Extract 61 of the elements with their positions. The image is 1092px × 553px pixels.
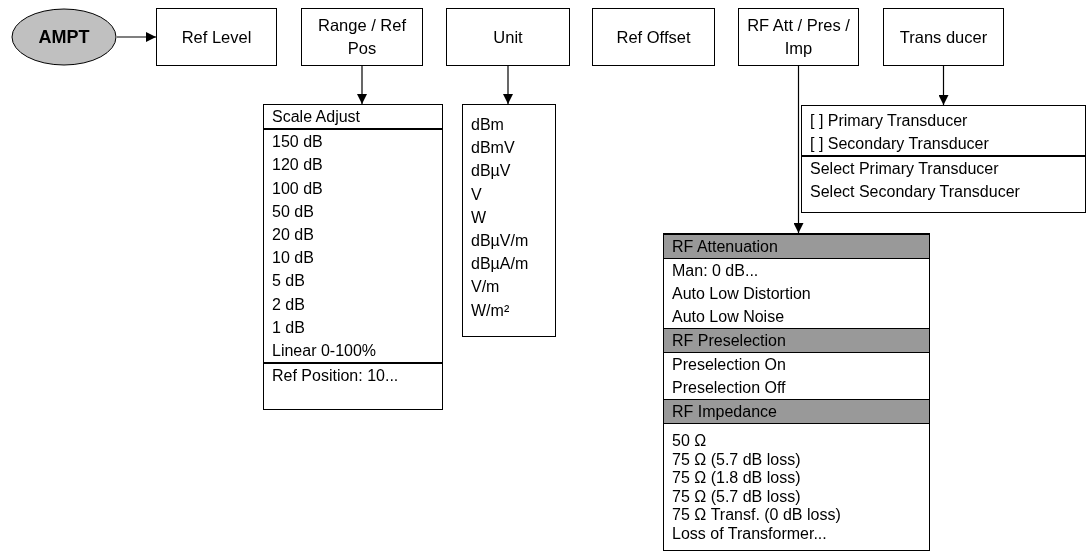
- menu-header: RF Attenuation: [664, 234, 929, 259]
- softkey-box: [592, 8, 715, 66]
- menu-item: Loss of Transformer...: [671, 524, 828, 543]
- softkey-label: Unit: [492, 26, 524, 48]
- menu-item: dBmV: [470, 138, 516, 159]
- menu-item: V: [470, 184, 483, 205]
- arrow: [793, 65, 804, 234]
- softkey-label: Ref Offset: [615, 26, 692, 48]
- softkey-box: [156, 8, 277, 66]
- menu-item: dBµA/m: [470, 254, 530, 275]
- menu-item: dBµV: [470, 161, 512, 182]
- menu-item: dBm: [470, 115, 505, 135]
- softkey-box: [738, 8, 859, 66]
- menu-item: 2 dB: [271, 294, 306, 315]
- softkey-box: [446, 8, 570, 66]
- menu-item: 75 Ω (5.7 dB loss): [671, 487, 802, 506]
- menu-box: [801, 105, 1086, 213]
- menu-item: Select Secondary Transducer: [809, 182, 1021, 202]
- softkey-label: RF Att / Pres / Imp: [746, 15, 851, 59]
- key-label: AMPT: [38, 26, 90, 48]
- menu-header: RF Preselection: [664, 328, 929, 353]
- arrow: [503, 65, 513, 105]
- menu-item: 150 dB: [264, 128, 442, 154]
- menu-item: Man: 0 dB...: [671, 261, 760, 281]
- menu-header: RF Impedance: [664, 399, 929, 424]
- menu-item: Ref Position: 10...: [264, 362, 442, 388]
- softkey-box: [301, 8, 423, 66]
- menu-item: 5 dB: [271, 271, 306, 292]
- menu-item: 50 Ω: [671, 432, 708, 451]
- menu-item: 1 dB: [271, 317, 306, 338]
- menu-item: V/m: [470, 277, 501, 298]
- menu-item: W/m²: [470, 300, 511, 321]
- menu-item: Scale Adjust: [271, 107, 362, 127]
- menu-box: [263, 104, 443, 410]
- menu-item: 20 dB: [271, 225, 315, 245]
- menu-item: 100 dB: [271, 178, 324, 199]
- menu-item: 75 Ω (5.7 dB loss): [671, 450, 802, 469]
- softkey-box: [883, 8, 1004, 66]
- menu-item: W: [470, 207, 488, 228]
- menu-item: [ ] Secondary Transducer: [809, 134, 990, 154]
- softkey-label: Ref Level: [180, 26, 253, 48]
- menu-item: Auto Low Distortion: [671, 284, 812, 304]
- menu-item: 50 dB: [271, 201, 315, 222]
- softkey-label: Trans ducer: [898, 26, 989, 48]
- menu-box: [462, 104, 556, 337]
- arrow: [116, 32, 157, 42]
- menu-item: 10 dB: [271, 248, 315, 269]
- menu-item: 120 dB: [271, 155, 324, 176]
- menu-item: Auto Low Noise: [671, 307, 786, 327]
- menu-box: [663, 233, 930, 551]
- menu-item: 75 Ω (1.8 dB loss): [671, 469, 802, 488]
- menu-item: 75 Ω Transf. (0 dB loss): [671, 506, 842, 525]
- menu-item: Linear 0-100%: [271, 341, 378, 362]
- menu-item: [ ] Primary Transducer: [809, 111, 969, 131]
- arrow: [938, 65, 949, 106]
- menu-item: dBµV/m: [470, 231, 530, 251]
- menu-item: Select Primary Transducer: [802, 155, 1085, 180]
- arrow: [357, 65, 367, 105]
- menu-item: Preselection On: [671, 355, 787, 375]
- menu-item: Preselection Off: [671, 378, 787, 398]
- softkey-label: Range / Ref Pos: [316, 15, 408, 59]
